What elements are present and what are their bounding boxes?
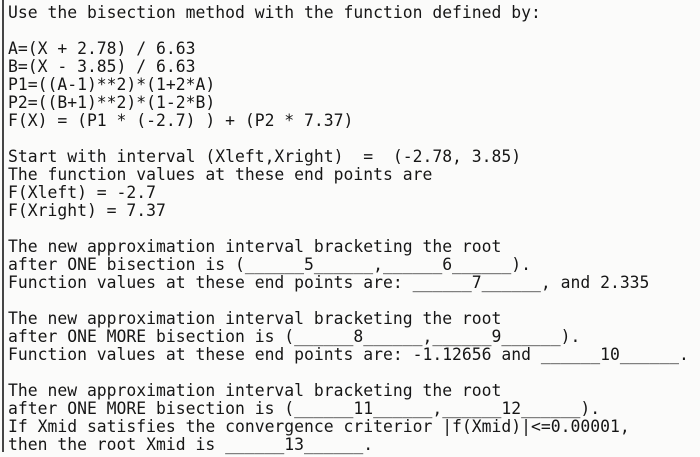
formula-a-line: A=(X + 2.78) / 6.63 [8, 39, 196, 58]
blank-line [8, 292, 689, 310]
formula-p1-line: P1=((A-1)**2)*(1+2*A) [8, 75, 216, 94]
start-interval-line: Start with interval (Xleft,Xright) = (-2… [8, 147, 522, 166]
root-answer-line: then the root Xmid is ______13______. [8, 435, 374, 454]
blank-line [8, 130, 689, 148]
bisection1-intro-line: The new approximation interval bracketin… [8, 237, 502, 256]
bisection1-blanks-line: after ONE bisection is (______5______,__… [8, 255, 532, 274]
f-xright-line: F(Xright) = 7.37 [8, 201, 166, 220]
bisection2-intro-line: The new approximation interval bracketin… [8, 309, 502, 328]
bisection2-blanks-line: after ONE MORE bisection is (______8____… [8, 327, 581, 346]
bisection3-intro-line: The new approximation interval bracketin… [8, 381, 502, 400]
blank-line [8, 364, 689, 382]
left-border-rule [2, 0, 4, 452]
convergence-line: If Xmid satisfies the convergence criter… [8, 417, 630, 436]
blank-line [8, 22, 689, 40]
formula-fx-line: F(X) = (P1 * (-2.7) ) + (P2 * 7.37) [8, 111, 354, 130]
endpoint-values-line: The function values at these end points … [8, 165, 433, 184]
formula-p2-line: P2=((B+1)**2)*(1-2*B) [8, 93, 216, 112]
blank-line [8, 220, 689, 238]
intro-line: Use the bisection method with the functi… [8, 3, 541, 22]
bisection2-values-line: Function values at these end points are:… [8, 345, 689, 364]
bisection1-values-line: Function values at these end points are:… [8, 273, 650, 292]
question-text-block: Use the bisection method with the functi… [8, 4, 689, 454]
f-xleft-line: F(Xleft) = -2.7 [8, 183, 157, 202]
bisection3-blanks-line: after ONE MORE bisection is (______11___… [8, 399, 601, 418]
formula-b-line: B=(X - 3.85) / 6.63 [8, 57, 196, 76]
